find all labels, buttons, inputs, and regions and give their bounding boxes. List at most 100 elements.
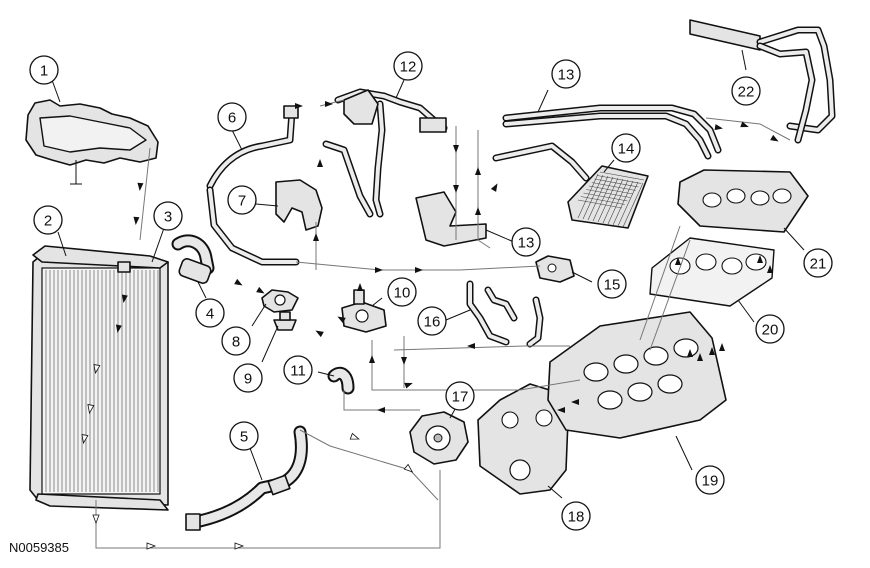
flow-arrow [256, 286, 265, 294]
callout-number: 6 [228, 110, 236, 127]
figure-id-label: N0059385 [9, 540, 69, 555]
flow-arrow [377, 407, 385, 413]
flow-arrow [740, 121, 749, 128]
water-pump [409, 411, 469, 465]
callout-6: 6 [217, 102, 247, 132]
heater-tube-12 [322, 88, 448, 218]
flow-arrow [709, 347, 715, 355]
callout-number: 22 [738, 84, 755, 101]
heater-tube-13a [492, 104, 722, 182]
flow-arrow [467, 343, 475, 349]
hose-bracket-7 [275, 179, 323, 231]
flow-arrow [317, 159, 323, 167]
flow-arrows [81, 101, 779, 550]
flow-arrow [475, 207, 481, 215]
flow-arrow [404, 382, 413, 389]
callout-13: 13 [551, 59, 581, 89]
coolant-outlet [341, 289, 387, 333]
callout-number: 11 [290, 363, 306, 380]
heater-tube-bracket-13b [415, 191, 487, 247]
flow-arrow [137, 182, 144, 191]
callout-number: 13 [518, 235, 535, 252]
coolant-flow-paths [95, 99, 791, 549]
callout-number: 14 [618, 141, 635, 158]
head-gasket [649, 237, 775, 307]
callout-number: 17 [452, 389, 469, 406]
thermostat-housing [261, 289, 299, 313]
flow-arrow [87, 404, 95, 415]
callout-14: 14 [611, 133, 641, 163]
cylinder-bores [583, 338, 699, 410]
degas-bottle [25, 99, 159, 185]
callout-18: 18 [561, 501, 591, 531]
callout-12: 12 [393, 51, 423, 81]
flow-arrow [93, 364, 101, 375]
callout-number: 20 [762, 322, 779, 339]
flow-arrow [714, 124, 723, 131]
flow-arrow [403, 463, 414, 473]
callout-number: 2 [44, 213, 52, 230]
callout-9: 9 [233, 363, 263, 393]
flow-arrow [757, 255, 763, 263]
callout-5: 5 [229, 421, 259, 451]
radiator [29, 245, 169, 511]
flow-arrow [121, 294, 128, 303]
callout-4: 4 [195, 298, 225, 328]
flow-arrow [357, 283, 363, 291]
heater-tube-22 [689, 19, 836, 144]
heater-core-grid [577, 171, 645, 228]
cylinder-head-ports [702, 188, 792, 208]
callout-11: 11 [283, 355, 313, 385]
flow-arrow [349, 432, 360, 440]
flow-arrow [115, 324, 122, 333]
callout-1: 1 [29, 55, 59, 85]
flow-arrow [475, 167, 481, 175]
flow-arrow [415, 267, 423, 273]
engine-block [547, 311, 727, 439]
heater-hose-6 [206, 105, 300, 266]
callout-7: 7 [227, 185, 257, 215]
callout-number: 7 [238, 193, 246, 210]
thermostat [273, 311, 297, 331]
callout-number: 4 [206, 306, 214, 323]
callout-2: 2 [33, 205, 63, 235]
callout-17: 17 [445, 381, 475, 411]
flow-arrow [697, 353, 703, 361]
flow-arrow [369, 355, 375, 363]
flow-arrow [719, 343, 725, 351]
flow-arrow [315, 330, 324, 338]
radiator-filler-neck [117, 261, 131, 273]
bypass-hose-16 [466, 280, 544, 348]
callout-number: 12 [400, 59, 417, 76]
callout-number: 10 [394, 285, 411, 302]
flow-arrow [81, 434, 89, 445]
flow-arrow [325, 101, 333, 107]
flow-arrow [675, 257, 681, 265]
leader-lines [51, 49, 805, 499]
flow-arrow [234, 278, 243, 286]
callout-15: 15 [597, 269, 627, 299]
callout-number: 19 [702, 473, 719, 490]
flow-arrow [234, 542, 245, 550]
flow-arrow [92, 514, 100, 525]
engine-front-cover [477, 383, 569, 495]
flow-arrow [401, 357, 407, 365]
flow-arrow [767, 265, 773, 273]
callout-16: 16 [417, 306, 447, 336]
callout-21: 21 [803, 248, 833, 278]
heater-control-valve [535, 255, 575, 283]
flow-arrow [295, 103, 303, 109]
callout-number: 18 [568, 509, 585, 526]
callout-number: 16 [424, 314, 441, 331]
flow-arrow [571, 399, 579, 405]
callout-number: 3 [164, 209, 172, 226]
flow-arrow [453, 185, 459, 193]
callout-number: 13 [558, 67, 575, 84]
callout-13: 13 [511, 227, 541, 257]
flow-arrow [770, 134, 779, 142]
callout-number: 1 [40, 63, 48, 80]
callout-22: 22 [731, 76, 761, 106]
callout-number: 15 [604, 277, 621, 294]
